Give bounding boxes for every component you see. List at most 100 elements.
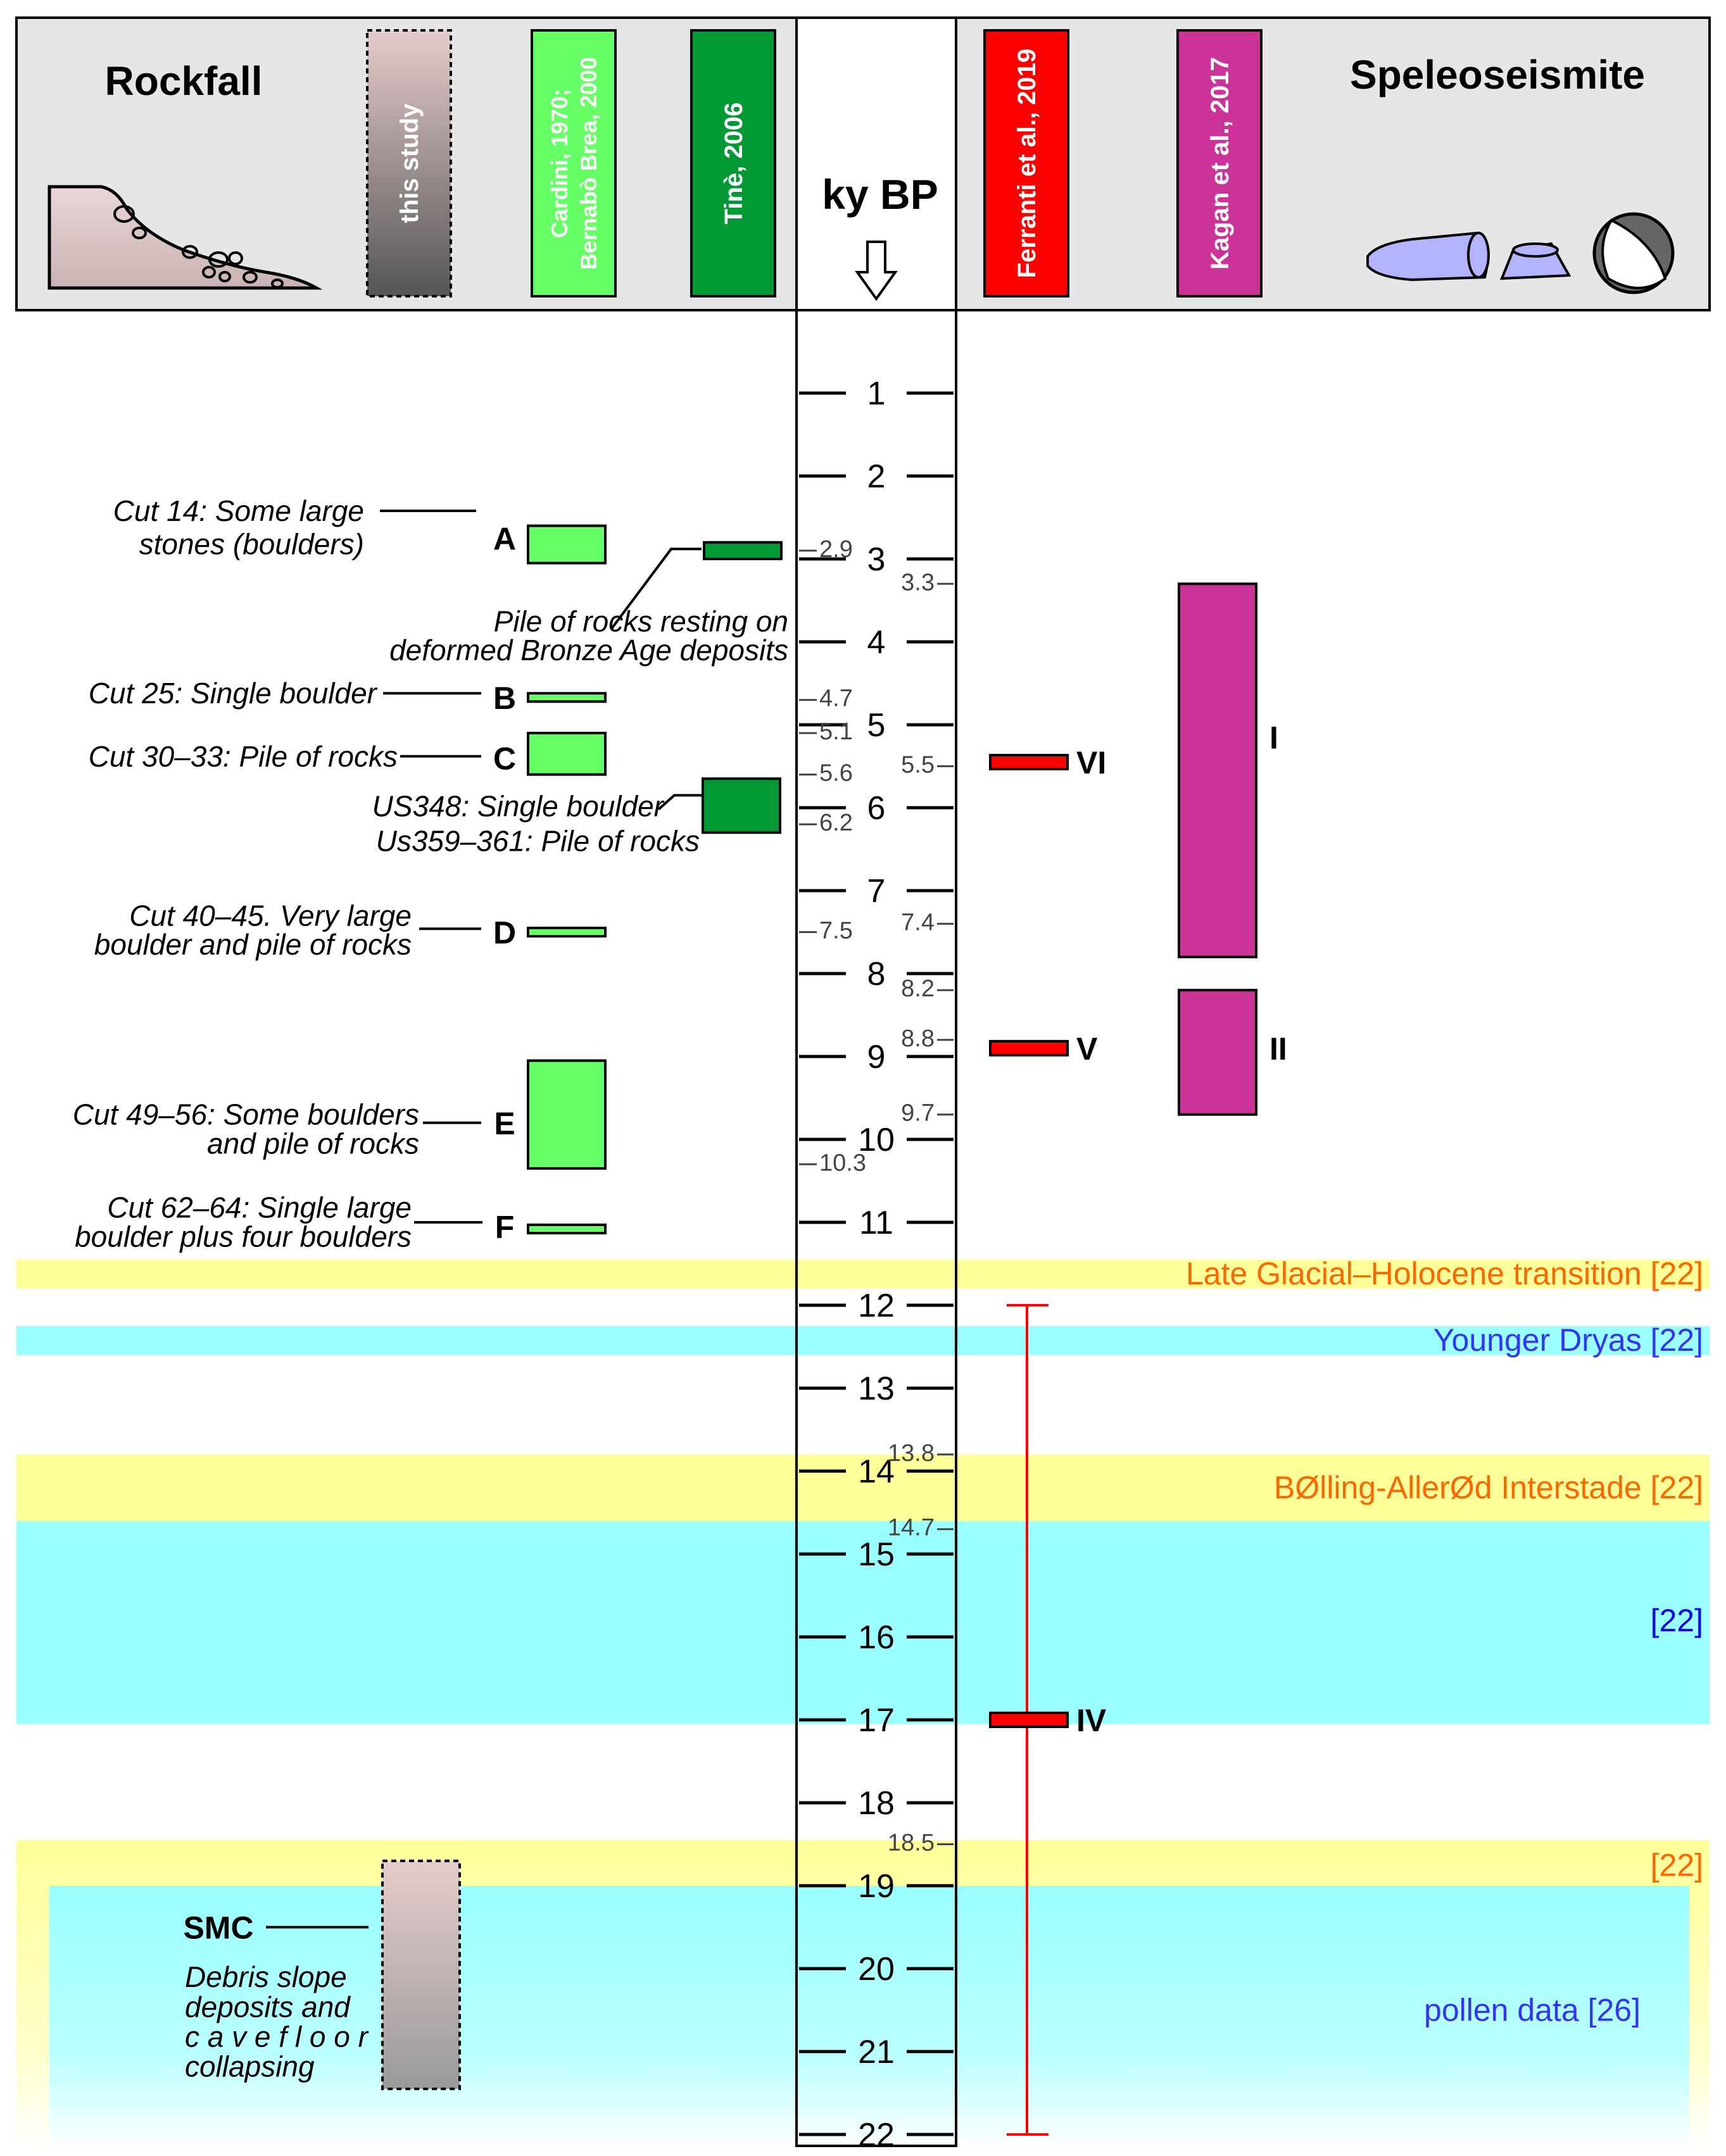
climate-band: [16, 1454, 1710, 1521]
rockfall-event-description: Cut 62–64: Single large: [107, 1191, 412, 1224]
axis-tick-label: 17: [858, 1702, 895, 1739]
age-mark-label: 3.3: [901, 569, 935, 596]
smc-description: c a v e f l o o r: [185, 2020, 369, 2053]
age-mark-label: 6.2: [819, 810, 853, 836]
rockfall-event-letter: F: [495, 1210, 515, 1245]
rockfall-event-bar: [527, 524, 607, 565]
axis-tick-label: 9: [867, 1039, 886, 1075]
ferranti-event-bar: [989, 1039, 1069, 1056]
axis-tick-label: 18: [858, 1785, 895, 1822]
kagan-event-bar: [1178, 582, 1257, 958]
tine-event-description: US348: Single boulder: [372, 789, 665, 822]
axis-column: [795, 309, 957, 2147]
axis-tick-label: 22: [858, 2117, 895, 2153]
climate-band-label: [22]: [1651, 1847, 1703, 1883]
leader-line: [610, 548, 702, 630]
rockfall-event-description: and pile of rocks: [207, 1127, 419, 1160]
rockfall-event-description: boulder and pile of rocks: [94, 928, 412, 961]
climate-bands: [16, 1259, 1710, 2150]
axis-tick-label: 6: [867, 790, 886, 827]
rockfall-event-bar: [527, 926, 607, 938]
axis-tick-label: 14: [858, 1453, 895, 1490]
ferranti-event-bar: [989, 753, 1069, 770]
axis-tick-label: 10: [858, 1122, 895, 1158]
age-mark-label: 5.6: [819, 760, 853, 787]
rockfall-event-letter: A: [493, 521, 516, 556]
axis-tick-label: 5: [867, 707, 886, 744]
climate-band-label: Late Glacial–Holocene transition [22]: [1186, 1256, 1703, 1291]
ferranti-event-bar: [989, 1712, 1069, 1728]
axis-tick-label: 12: [858, 1288, 895, 1324]
axis-tick-label: 2: [867, 458, 886, 495]
down-arrow-icon: [855, 241, 898, 301]
axis-tick-label: 19: [858, 1868, 895, 1905]
age-mark-label: 5.1: [819, 718, 853, 745]
axis-tick-label: 11: [859, 1205, 893, 1241]
tine-event-bar: [703, 541, 783, 560]
kagan-event-bar: [1178, 989, 1257, 1116]
axis-tick-label: 15: [858, 1536, 895, 1573]
axis-tick-label: 13: [858, 1370, 895, 1407]
rockfall-event-letter: B: [493, 680, 516, 716]
this-study-header-bar: [366, 29, 452, 298]
ferranti-header-bar: [983, 29, 1069, 298]
tine-event-description: Us359–361: Pile of rocks: [376, 824, 700, 857]
age-mark-label: 2.9: [819, 536, 853, 563]
axis-tick-label: 3: [867, 541, 886, 578]
tine-event-bar: [702, 777, 781, 834]
rockfall-event-description: Cut 40–45. Very large: [129, 899, 412, 932]
kagan-label: Kagan et al., 2017: [1206, 57, 1234, 270]
climate-band: [49, 1886, 1689, 2150]
time-axis: [795, 309, 957, 2147]
rockfall-event-description: stones (boulders): [139, 527, 364, 560]
rockfall-event-bar: [527, 732, 607, 776]
cardini-header-bar: [531, 29, 617, 298]
age-mark-label: 4.7: [819, 686, 853, 712]
cardini-label-line1: Cardini, 1970;: [546, 89, 572, 238]
header: Rockfall Speleoseismite this study Cardi…: [15, 16, 1711, 311]
speleothem-icon: [1366, 231, 1572, 282]
climate-band-label: Younger Dryas [22]: [1433, 1322, 1703, 1358]
rockfall-event-description: boulder plus four boulders: [75, 1220, 412, 1253]
ferranti-event-label: IV: [1076, 1703, 1107, 1738]
axis-tick-label: 4: [867, 624, 886, 661]
climate-band: [16, 1259, 1710, 1289]
axis-age-marks: 2.94.75.15.66.27.510.33.35.57.48.28.89.7…: [799, 536, 954, 1857]
tine-label: Tinè, 2006: [720, 103, 748, 225]
axis-tick-label: 16: [858, 1619, 895, 1656]
event-bars: [381, 524, 1257, 2136]
smc-description: Debris slope: [185, 1960, 347, 1993]
rockfall-event-letter: D: [493, 915, 516, 951]
axis-tick-label: 8: [867, 956, 886, 993]
focal-mechanism-icon: [1592, 212, 1675, 294]
age-mark-label: 7.5: [819, 918, 853, 944]
rockfall-event-description: Cut 14: Some large: [113, 494, 364, 527]
tine-event-description: Pile of rocks resting on: [494, 605, 788, 637]
axis-title: ky BP: [822, 171, 938, 218]
axis-tick-label: 21: [858, 2034, 895, 2071]
this-study-label: this study: [396, 103, 424, 223]
rockfall-event-description: Cut 30–33: Pile of rocks: [89, 740, 398, 773]
age-mark-label: 14.7: [888, 1515, 935, 1541]
leader-line: [657, 794, 702, 811]
climate-band-label: BØlling-AllerØd Interstade [22]: [1274, 1470, 1703, 1505]
rockfall-event-description: Cut 49–56: Some boulders: [73, 1098, 419, 1131]
ferranti-event-label: VI: [1076, 745, 1106, 780]
climate-band-label: pollen data [26]: [1424, 1993, 1641, 2028]
cardini-label-line2: Bernabò Brea, 2000: [576, 57, 602, 270]
axis-tick-label: 20: [858, 1951, 895, 1988]
speleoseismite-title: Speleoseismite: [1350, 52, 1645, 97]
age-mark-label: 8.8: [901, 1025, 935, 1052]
tine-header-bar: [690, 29, 776, 298]
rockfall-event-bar: [527, 1059, 607, 1170]
smc-description: deposits and: [185, 1990, 351, 2023]
age-mark-label: 5.5: [901, 752, 935, 779]
axis-tick-label: 1: [867, 375, 886, 412]
age-mark-label: 18.5: [888, 1830, 935, 1857]
age-mark-label: 13.8: [888, 1440, 935, 1467]
rockfall-event-letter: E: [494, 1106, 515, 1141]
ferranti-event-label: V: [1076, 1031, 1098, 1067]
rockfall-event-description: Cut 25: Single boulder: [89, 677, 378, 710]
